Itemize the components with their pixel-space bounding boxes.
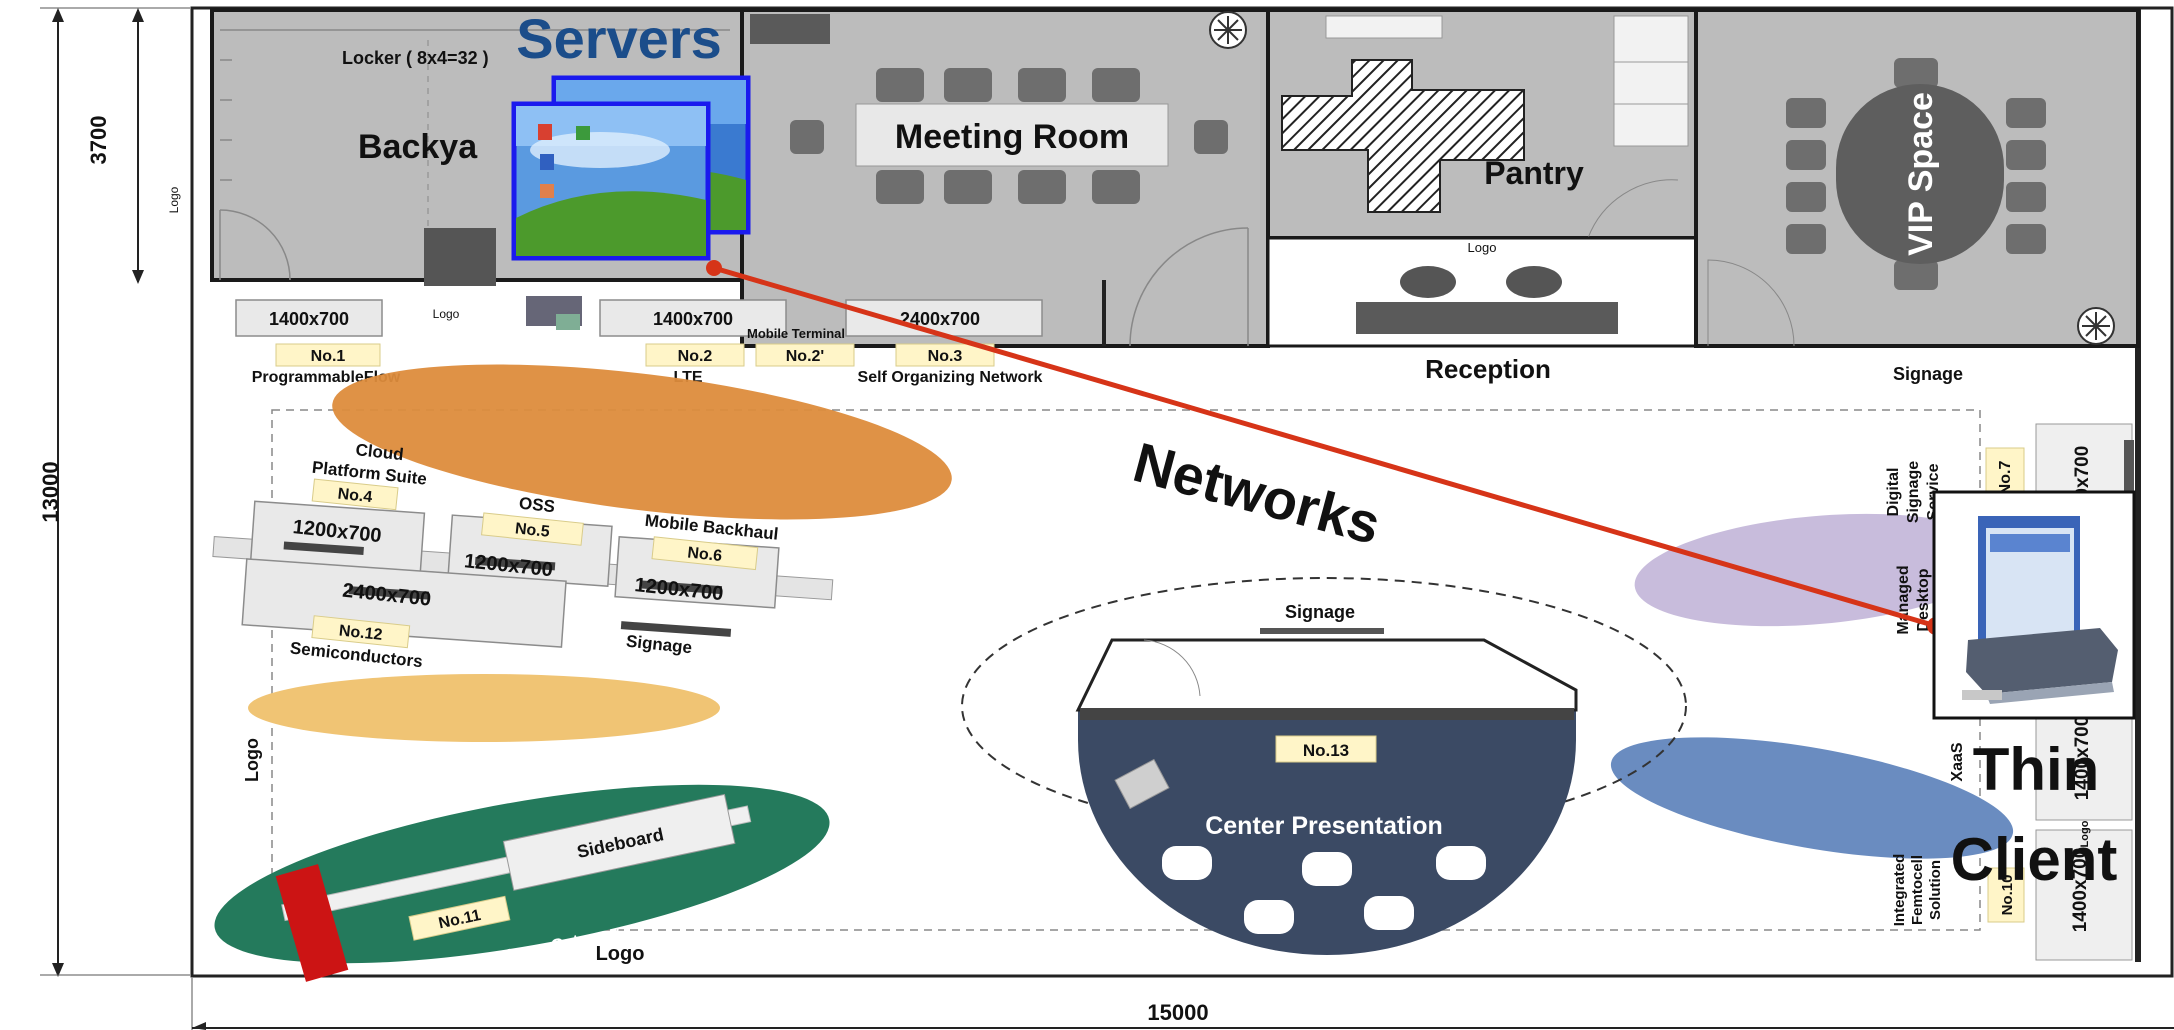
dimension-3700: 3700	[86, 116, 111, 165]
center-presentation-zone: Signage No.13 Center Presentation	[961, 577, 1687, 955]
yellow-zone	[248, 674, 720, 742]
meeting-table	[855, 103, 1169, 167]
femtocell-l3: Solution	[1927, 860, 1944, 920]
son-label: Self Organizing Network	[858, 369, 1043, 386]
desk-size-c: 2400x700	[900, 309, 980, 329]
vip-room: VIP Space Signage	[1694, 8, 2140, 384]
ceiling-fan-icon	[1209, 11, 1247, 49]
dimension-left: 13000	[38, 7, 190, 977]
thin-client-callout-line1: Thin	[1973, 736, 2100, 803]
booth-no3: No.3	[928, 348, 963, 365]
orange-zone	[332, 364, 952, 520]
signage-vip-label: Signage	[1893, 364, 1963, 384]
backyard-cabinet	[424, 228, 496, 286]
dimension-bottom: 15000	[191, 978, 2174, 1030]
blue-zone	[1610, 737, 2014, 859]
pantry-counter	[1281, 59, 1525, 213]
booth-no6: No.6	[687, 544, 723, 565]
digital-signage-l1: Digital	[1885, 468, 1902, 517]
reception-logo: Logo	[1468, 240, 1497, 255]
meeting-room: Meeting Room	[740, 8, 1270, 348]
home-gateway-zone: Sideboard No.11 Home Gateway Logo	[214, 784, 830, 982]
booth-no12: No.12	[338, 622, 383, 643]
vip-space-label: VIP Space	[1902, 92, 1940, 256]
reception-area: Logo Reception	[1266, 236, 1698, 384]
managed-desktop-l1: Managed	[1895, 565, 1912, 634]
femtocell-l2: Femtocell	[1909, 855, 1926, 925]
oss-label: OSS	[518, 494, 556, 517]
lavender-zone	[1634, 513, 2002, 627]
pantry-label: Pantry	[1484, 155, 1584, 191]
booth-no13: No.13	[1303, 741, 1349, 760]
booth-no2: No.2	[678, 348, 713, 365]
logo-bottom: Logo	[596, 943, 645, 965]
desk-size-b: 1400x700	[653, 309, 733, 329]
meeting-room-label: Meeting Room	[895, 118, 1129, 156]
meeting-chairs	[790, 68, 1228, 204]
left-booth-cluster: Cloud Platform Suite No.4 1200x700 OSS N…	[212, 440, 834, 782]
audience-seats	[1162, 846, 1486, 934]
locker-label: Locker ( 8x4=32 )	[342, 48, 489, 68]
desk-size-right-bottom: 1400x700	[2070, 848, 2091, 933]
thin-client-callout-line2: Client	[1951, 826, 2118, 893]
center-presentation-label: Center Presentation	[1205, 812, 1443, 840]
dimension-15000: 15000	[1147, 1000, 1208, 1025]
xaas-label: XaaS	[1949, 742, 1966, 781]
vip-table	[1836, 84, 2004, 264]
booth-no2-prime: No.2'	[786, 348, 824, 365]
cloud-label-1: Cloud	[355, 440, 405, 464]
booth-no7: No.7	[1997, 461, 2014, 496]
desk-size-right-mid: 1400x700	[2072, 716, 2093, 801]
dimension-room-height: 3700 Logo	[86, 8, 181, 284]
server-screenshots	[511, 75, 751, 261]
mobile-terminal-label: Mobile Terminal	[747, 326, 845, 341]
thin-client-device	[1932, 490, 2136, 720]
booth-no4: No.4	[337, 486, 373, 507]
managed-desktop-l2: Desktop	[1915, 568, 1932, 631]
servers-callout: Servers	[516, 7, 722, 70]
top-logo: Logo	[433, 307, 460, 321]
center-signage-label: Signage	[1285, 602, 1355, 622]
backyard-label: Backya	[358, 128, 478, 166]
booth-no1: No.1	[311, 348, 346, 365]
ceiling-fan-icon	[2077, 307, 2115, 345]
reception-desk	[1356, 302, 1618, 334]
logo-left-wall: Logo	[167, 186, 181, 213]
logo-left-zone: Logo	[242, 738, 262, 782]
gateway-red-cabinet	[275, 864, 349, 982]
logo-right-wall: Logo	[2079, 820, 2091, 847]
dimension-13000: 13000	[38, 461, 63, 522]
booth-no5: No.5	[514, 520, 550, 541]
digital-signage-l2: Signage	[1905, 461, 1922, 523]
pantry-room: Pantry	[1266, 8, 1698, 240]
server-window-front	[511, 101, 711, 261]
booth-no10: No.10	[1999, 875, 2016, 916]
femtocell-l1: Integrated	[1891, 854, 1908, 927]
reception-label: Reception	[1425, 354, 1551, 384]
desk-size-a: 1400x700	[269, 309, 349, 329]
